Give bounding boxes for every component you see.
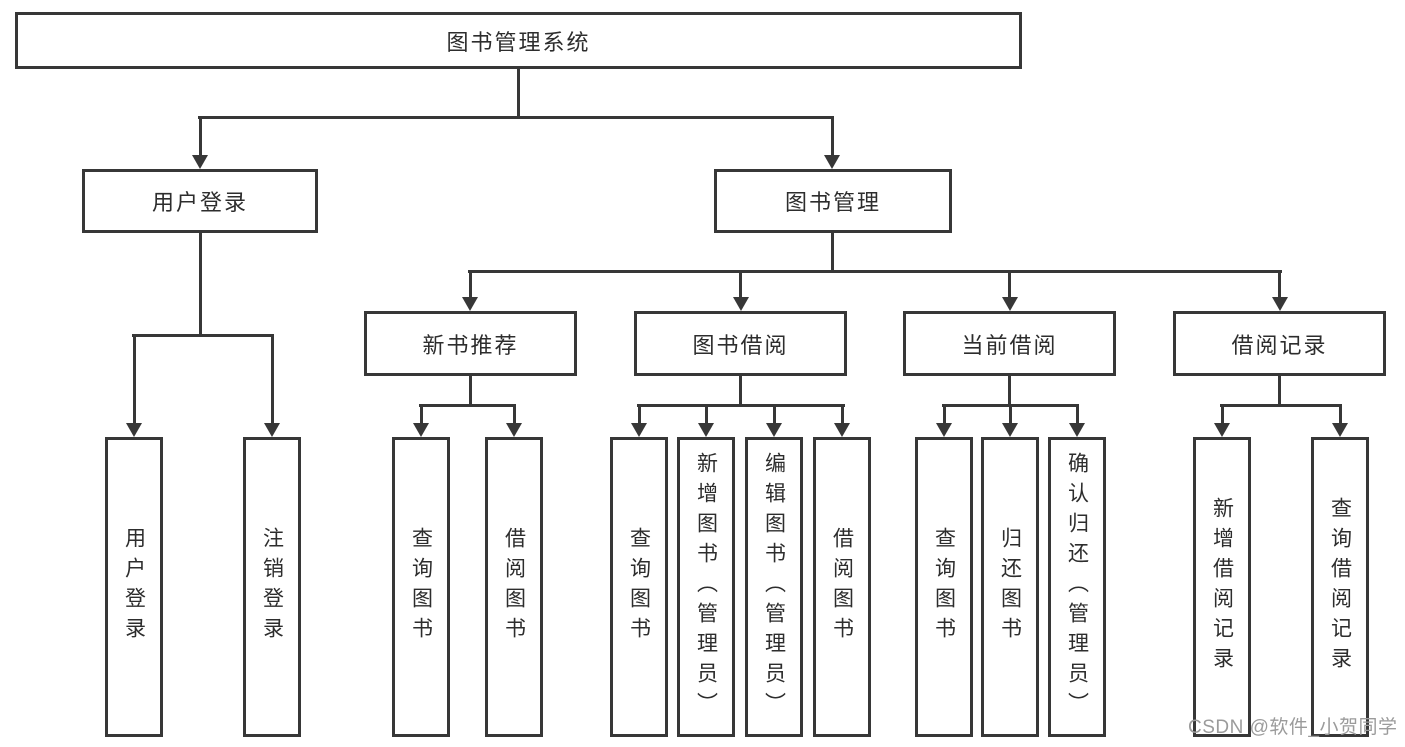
leaf-query-books-current-label: 查询图书 [932,527,956,647]
leaf-confirm-return-admin-label: 确认归还（管理员） [1065,452,1089,722]
node-book-management: 图书管理 [714,169,952,233]
arrow-down-icon-g2-add-book [698,405,714,437]
leaf-query-books-current: 查询图书 [915,437,973,737]
connector-user-login-split [132,334,274,337]
leaf-confirm-return-admin: 确认归还（管理员） [1048,437,1106,737]
leaf-logout: 注销登录 [243,437,301,737]
connector-root-trunk [517,69,520,117]
arrow-down-icon-leaf-logout [264,335,280,437]
arrow-down-icon-borrowing-records [1271,271,1288,311]
arrow-down-icon-book-management [824,116,840,169]
leaf-query-books-recommend-label: 查询图书 [409,527,433,647]
leaf-query-books-borrowing-label: 查询图书 [627,527,651,647]
node-library-system-root: 图书管理系统 [15,12,1022,69]
leaf-borrow-books-recommend: 借阅图书 [485,437,543,737]
arrow-down-icon-g3-query-books [936,405,952,437]
arrow-down-icon-user-login [192,116,208,169]
connector-group2-trunk [739,376,742,406]
arrow-down-icon-g2-edit-book [766,405,782,437]
csdn-watermark: CSDN @软件_小贺同学 [1188,717,1398,738]
leaf-add-borrow-record: 新增借阅记录 [1193,437,1251,737]
connector-group4-trunk [1278,376,1281,406]
arrow-down-icon-g1-borrow-books [506,405,522,437]
node-book-borrowing: 图书借阅 [634,311,847,376]
node-borrowing-records: 借阅记录 [1173,311,1386,376]
leaf-query-books-borrowing: 查询图书 [610,437,668,737]
connector-group4-split [1220,404,1342,407]
leaf-query-books-recommend: 查询图书 [392,437,450,737]
connector-book-management-trunk [830,233,834,272]
leaf-user-login-label: 用户登录 [122,527,146,647]
arrow-down-icon-current-borrowing [1001,271,1018,311]
leaf-query-borrow-record-label: 查询借阅记录 [1328,497,1352,677]
connector-user-login-trunk [198,233,202,336]
leaf-edit-book-admin: 编辑图书（管理员） [745,437,803,737]
leaf-return-books-label: 归还图书 [998,527,1022,647]
leaf-borrow-books-borrowing-label: 借阅图书 [830,527,854,647]
connector-group1-trunk [469,376,472,406]
leaf-user-login: 用户登录 [105,437,163,737]
leaf-borrow-books-borrowing: 借阅图书 [813,437,871,737]
arrow-down-icon-g3-confirm-return [1069,405,1085,437]
leaf-add-book-admin-label: 新增图书（管理员） [694,452,718,722]
leaf-add-borrow-record-label: 新增借阅记录 [1210,497,1234,677]
arrow-down-icon-g4-add-record [1214,405,1230,437]
node-current-borrowing: 当前借阅 [903,311,1116,376]
node-new-book-recommendation: 新书推荐 [364,311,577,376]
arrow-down-icon-g1-query-books [413,405,429,437]
arrow-down-icon-leaf-user-login [126,335,142,437]
leaf-borrow-books-recommend-label: 借阅图书 [502,527,526,647]
node-user-login: 用户登录 [82,169,318,233]
connector-group2-split [637,404,845,407]
leaf-edit-book-admin-label: 编辑图书（管理员） [762,452,786,722]
arrow-down-icon-g2-borrow-books [834,405,850,437]
connector-group3-trunk [1008,376,1011,406]
arrow-down-icon-new-book-recommendation [462,271,478,311]
leaf-return-books: 归还图书 [981,437,1039,737]
arrow-down-icon-g3-return-books [1002,405,1018,437]
arrow-down-icon-g4-query-record [1332,405,1348,437]
arrow-down-icon-g2-query-books [631,405,647,437]
connector-group1-split [419,404,516,407]
connector-book-management-split [468,270,1282,273]
connector-root-split [198,116,834,119]
leaf-logout-label: 注销登录 [260,527,284,647]
arrow-down-icon-book-borrowing [732,271,749,311]
leaf-add-book-admin: 新增图书（管理员） [677,437,735,737]
leaf-query-borrow-record: 查询借阅记录 [1311,437,1369,737]
